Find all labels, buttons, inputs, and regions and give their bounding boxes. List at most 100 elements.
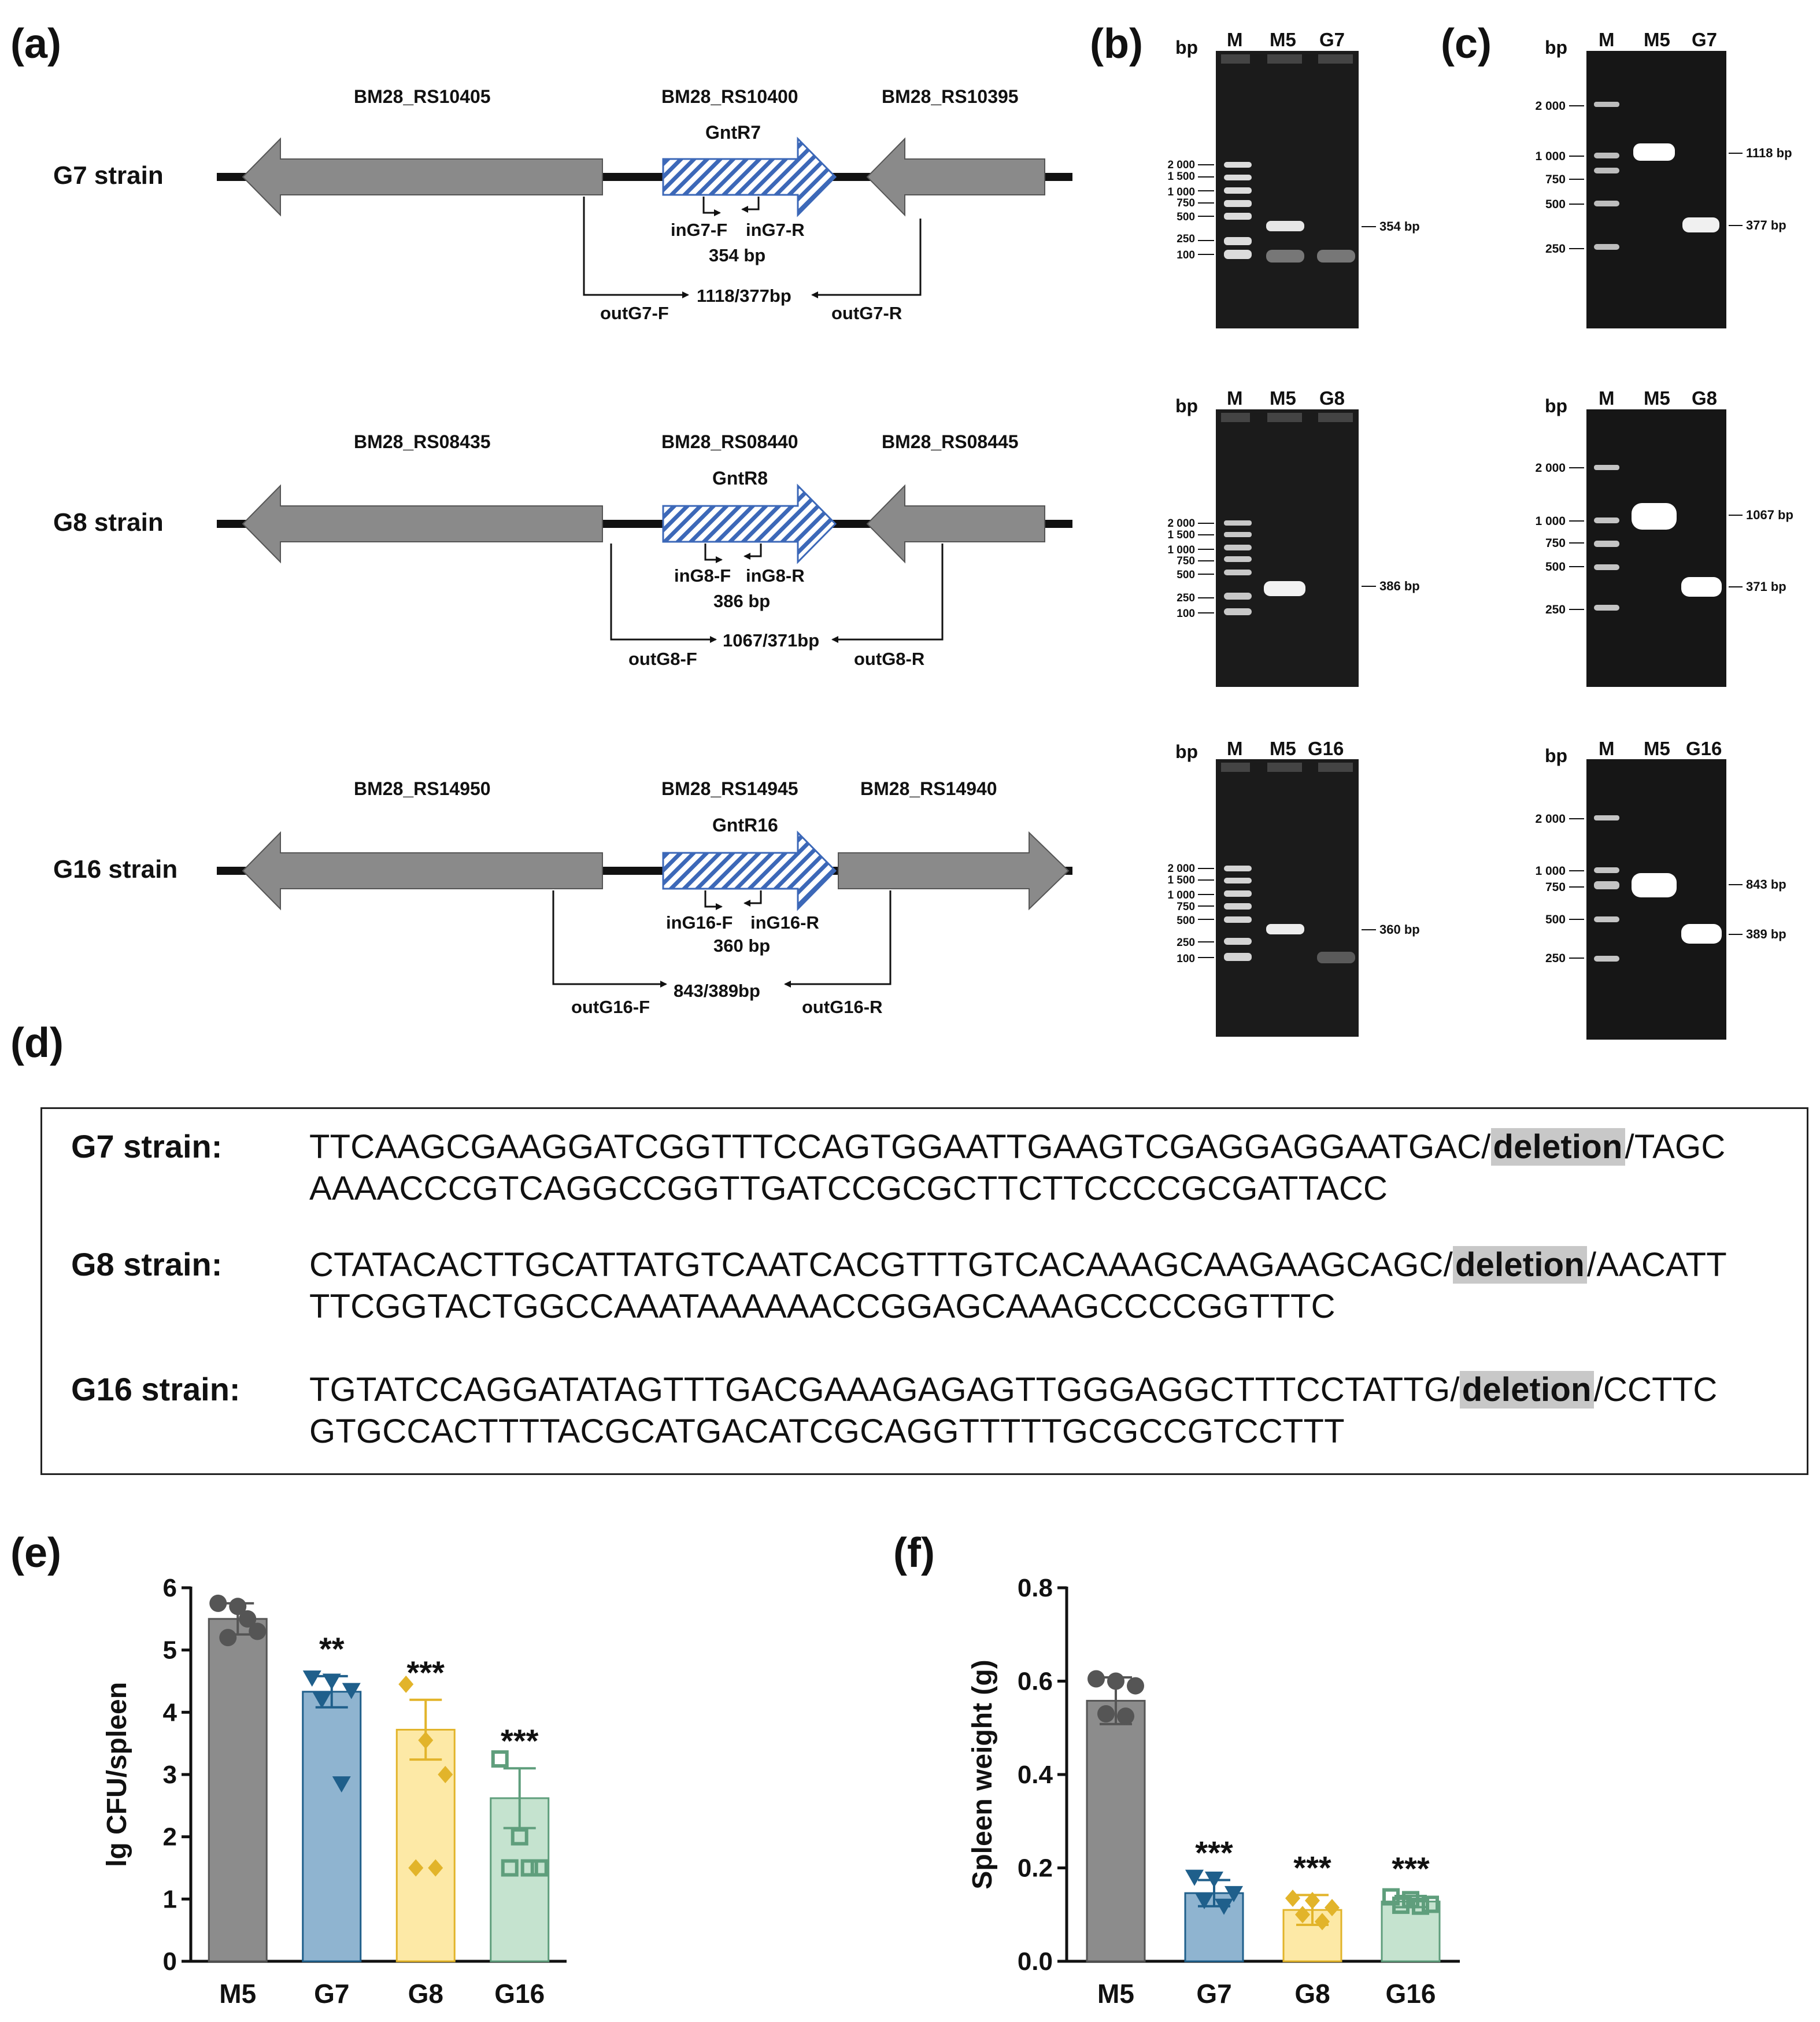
data-point bbox=[438, 1766, 453, 1783]
inner-product-size: 354 bp bbox=[709, 245, 765, 265]
svg-text:100: 100 bbox=[1177, 608, 1195, 620]
gel-well bbox=[1221, 54, 1250, 64]
y-tick-label: 5 bbox=[163, 1636, 177, 1665]
gntr-gene-arrow bbox=[662, 830, 837, 911]
gel-band-faint bbox=[1317, 952, 1355, 963]
significance-label: *** bbox=[501, 1722, 539, 1759]
svg-text:750: 750 bbox=[1177, 901, 1195, 913]
svg-text:250: 250 bbox=[1545, 603, 1566, 616]
gene-arrow-right bbox=[866, 137, 1045, 217]
gene-arrow-left bbox=[242, 831, 603, 911]
panel-label-a: (a) bbox=[10, 21, 61, 67]
svg-text:500: 500 bbox=[1177, 211, 1195, 223]
svg-text:750: 750 bbox=[1177, 197, 1195, 209]
sequence-text: /CCTTC bbox=[1593, 1371, 1718, 1409]
y-tick-label: 6 bbox=[163, 1574, 177, 1602]
lane-label-marker: M bbox=[1227, 29, 1243, 50]
bar bbox=[395, 1728, 456, 1962]
operon-row-g8: G8 strain BM28_RS08435 BM28_RS08440 BM28… bbox=[53, 431, 1072, 669]
primer-in-forward-icon bbox=[702, 197, 721, 216]
data-point bbox=[511, 1828, 528, 1846]
operon-diagrams: G7 strain BM28_RS10405 BM28_RS10400 BM28… bbox=[53, 86, 1072, 1017]
y-tick-label: 1 bbox=[163, 1885, 177, 1913]
panel-label-d: (d) bbox=[10, 1020, 64, 1066]
sequence-text: /TAGC bbox=[1625, 1128, 1726, 1166]
sequence-line-2: GTGCCACTTTTACGCATGACATCGCAGGTTTTTGCGCCGT… bbox=[309, 1413, 1345, 1450]
panel-label-b: (b) bbox=[1090, 21, 1143, 67]
gel-band bbox=[1682, 217, 1719, 232]
data-point bbox=[1295, 1906, 1310, 1924]
outer-product-size: 1118/377bp bbox=[697, 286, 791, 306]
gene-label-middle: BM28_RS08440 bbox=[661, 431, 798, 452]
lane-label-m5: M5 bbox=[1644, 738, 1670, 759]
data-point bbox=[332, 1776, 351, 1793]
y-tick-label: 4 bbox=[163, 1698, 177, 1727]
gel-b-g8: bp M M5 G8 2 000 1 500 1 000 75 bbox=[1167, 387, 1420, 687]
svg-text:2 000: 2 000 bbox=[1535, 99, 1566, 113]
deletion-highlight: deletion bbox=[1459, 1371, 1594, 1409]
data-point bbox=[1117, 1707, 1134, 1725]
gel-panel-b: bp M M5 G7 2 000 1 500 1 bbox=[1167, 29, 1420, 1037]
data-point bbox=[209, 1594, 227, 1612]
svg-text:1 000: 1 000 bbox=[1535, 515, 1566, 528]
data-point bbox=[322, 1673, 341, 1690]
panel-label-c: (c) bbox=[1441, 21, 1492, 67]
outer-product-size: 843/389bp bbox=[674, 981, 760, 1001]
sequence-strain-label: G16 strain: bbox=[71, 1371, 241, 1407]
primer-out-f-label: outG8-F bbox=[628, 649, 697, 669]
gene-label-left: BM28_RS10405 bbox=[354, 86, 491, 107]
lane-label-marker: M bbox=[1599, 29, 1615, 50]
significance-label: *** bbox=[1392, 1850, 1430, 1887]
sequence-line-2: TTCGGTACTGGCCAAATAAAAAACCGGAGCAAAGCCCCGG… bbox=[309, 1288, 1336, 1325]
ladder-ticks bbox=[1198, 868, 1376, 958]
lane-label-m5: M5 bbox=[1644, 387, 1670, 409]
gntr-label: GntR16 bbox=[712, 815, 778, 836]
band-size-label: 386 bp bbox=[1379, 579, 1420, 593]
gel-image bbox=[1586, 409, 1726, 687]
lane-label-sample: G8 bbox=[1319, 387, 1345, 409]
gel-image bbox=[1216, 759, 1359, 1037]
y-axis-label: Spleen weight (g) bbox=[967, 1659, 998, 1889]
x-category-label: G8 bbox=[1294, 1979, 1330, 2009]
gel-well bbox=[1221, 763, 1250, 772]
ladder-labels: 2 000 1 000 750 500 250 bbox=[1535, 812, 1566, 965]
primer-out-forward-icon bbox=[610, 544, 717, 643]
ladder-ticks bbox=[1569, 467, 1743, 610]
x-category-label: G8 bbox=[408, 1979, 443, 2009]
gel-c-g8: bp M M5 G8 2 000 1 000 750 500 250 bbox=[1535, 387, 1793, 687]
lane-label-m5: M5 bbox=[1270, 738, 1296, 759]
data-point bbox=[1315, 1913, 1330, 1931]
lane-label-m5: M5 bbox=[1270, 387, 1296, 409]
band-size-label: 1067 bp bbox=[1746, 508, 1793, 522]
gntr-label: GntR8 bbox=[712, 468, 768, 489]
band-size-label: 360 bp bbox=[1379, 922, 1420, 937]
data-point bbox=[520, 1859, 538, 1877]
lane-label-sample: G16 bbox=[1686, 738, 1722, 759]
gene-label-middle: BM28_RS14945 bbox=[661, 778, 798, 799]
data-point bbox=[1127, 1677, 1144, 1695]
gene-label-left: BM28_RS14950 bbox=[354, 778, 491, 799]
x-category-label: M5 bbox=[219, 1979, 256, 2009]
data-point bbox=[428, 1859, 443, 1877]
y-tick-label: 0.0 bbox=[1018, 1947, 1053, 1976]
gene-label-left: BM28_RS08435 bbox=[354, 431, 491, 452]
gel-c-g7: bp M M5 G7 2 000 1 000 750 500 250 bbox=[1535, 29, 1792, 328]
sequence-line-1: TTCAAGCGAAGGATCGGTTTCCAGTGGAATTGAAGTCGAG… bbox=[309, 1128, 1725, 1166]
gel-panel-c: bp M M5 G7 2 000 1 000 750 500 250 bbox=[1535, 29, 1793, 1040]
gel-well bbox=[1318, 54, 1353, 64]
ladder-bands bbox=[1594, 102, 1619, 250]
panel-label-f: (f) bbox=[893, 1530, 935, 1576]
gene-arrow-right bbox=[838, 831, 1070, 911]
data-point bbox=[1325, 1899, 1340, 1917]
outer-product-size: 1067/371bp bbox=[723, 630, 819, 650]
bar bbox=[302, 1691, 362, 1962]
data-point bbox=[1087, 1670, 1105, 1688]
operon-row-g7: G7 strain BM28_RS10405 BM28_RS10400 BM28… bbox=[53, 86, 1072, 323]
significance-label: ** bbox=[319, 1631, 345, 1667]
panel-label-e: (e) bbox=[10, 1530, 61, 1576]
y-tick-label: 3 bbox=[163, 1761, 177, 1789]
operon-row-g16: G16 strain BM28_RS14950 BM28_RS14945 BM2… bbox=[53, 778, 1072, 1017]
primer-in-reverse-icon bbox=[743, 544, 762, 560]
ladder-labels: 2 000 1 000 750 500 250 bbox=[1535, 99, 1566, 256]
